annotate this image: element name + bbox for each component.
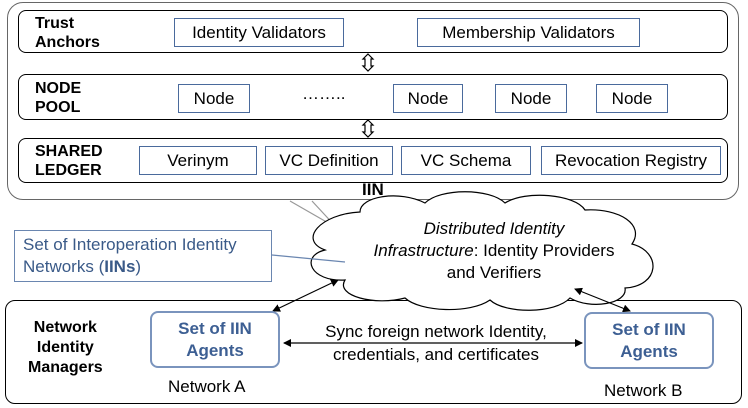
- cloud-infrastructure-italic: Infrastructure: [373, 241, 474, 260]
- verinym-box: Verinym: [139, 146, 257, 175]
- shared-ledger-layer: SHARED LEDGER Verinym VC Definition VC S…: [18, 138, 728, 183]
- callout-line2-suffix: ): [135, 257, 142, 276]
- callout-line2-prefix: Networks (: [23, 257, 105, 276]
- double-arrow-icon: [361, 119, 375, 138]
- agent-b-line2: Agents: [620, 341, 678, 361]
- callout-line2: Networks (IINs): [23, 256, 263, 278]
- node-pool-label: NODE POOL: [35, 79, 81, 117]
- nim-label-line2: Identity: [36, 339, 94, 356]
- iin-agents-network-a: Set of IIN Agents: [150, 311, 280, 368]
- node-box: Node: [596, 84, 668, 113]
- callout-line1: Set of Interoperation Identity: [23, 235, 237, 254]
- cloud-line2-rest: : Identity Providers: [473, 241, 615, 260]
- nim-label-line1: Network: [33, 319, 97, 336]
- cloud-to-agent-a-arrow: [272, 279, 339, 312]
- shared-ledger-label-line2: LEDGER: [35, 162, 102, 179]
- revocation-registry-box: Revocation Registry: [541, 146, 721, 175]
- membership-validators-box: Membership Validators: [417, 18, 640, 47]
- cloud-line1: Distributed Identity: [423, 219, 565, 238]
- shared-ledger-label-line1: SHARED: [35, 143, 103, 160]
- node-box: Node: [393, 84, 463, 113]
- agent-b-line1: Set of IIN: [612, 319, 686, 339]
- trust-anchors-layer: Trust Anchors Identity Validators Member…: [18, 10, 728, 53]
- trust-anchors-label-line1: Trust: [35, 15, 75, 32]
- vc-schema-box: VC Schema: [401, 146, 531, 175]
- iin-title: IIN: [362, 180, 384, 199]
- node-pool-label-line1: NODE: [35, 80, 82, 97]
- callout-iins-bold: IINs: [104, 257, 136, 276]
- double-arrow-icon: [361, 53, 375, 72]
- cloud-to-agent-b-arrow: [574, 287, 631, 313]
- vc-definition-box: VC Definition: [265, 146, 393, 175]
- sync-line2: credentials, and certificates: [333, 345, 539, 364]
- network-identity-managers-label: Network Identity Managers: [28, 318, 103, 378]
- node-pool-layer: NODE POOL Node …….. Node Node Node: [18, 74, 728, 120]
- cloud-line3: and Verifiers: [446, 263, 542, 282]
- iin-agents-network-b: Set of IIN Agents: [584, 312, 714, 369]
- iin-set-callout: Set of Interoperation Identity Networks …: [14, 230, 272, 282]
- callout-connector: [271, 254, 346, 263]
- cloud-line2: Infrastructure: Identity Providers: [360, 240, 628, 262]
- trust-anchors-label: Trust Anchors: [35, 14, 100, 52]
- agent-a-line1: Set of IIN: [178, 318, 252, 338]
- node-pool-label-line2: POOL: [35, 99, 81, 116]
- network-b-label: Network B: [604, 381, 683, 400]
- shared-ledger-label: SHARED LEDGER: [35, 142, 103, 180]
- sync-text: Sync foreign network Identity, credentia…: [296, 320, 576, 366]
- node-box: Node: [495, 84, 567, 113]
- nim-label-line3: Managers: [28, 359, 103, 376]
- cloud-text: Distributed Identity Infrastructure: Ide…: [360, 218, 628, 284]
- trust-anchors-label-line2: Anchors: [35, 34, 100, 51]
- identity-validators-box: Identity Validators: [174, 18, 344, 47]
- node-ellipsis: ……..: [302, 84, 346, 103]
- network-a-label: Network A: [168, 377, 246, 396]
- node-box: Node: [178, 84, 250, 113]
- sync-line1: Sync foreign network Identity,: [325, 322, 547, 341]
- agent-a-line2: Agents: [186, 340, 244, 360]
